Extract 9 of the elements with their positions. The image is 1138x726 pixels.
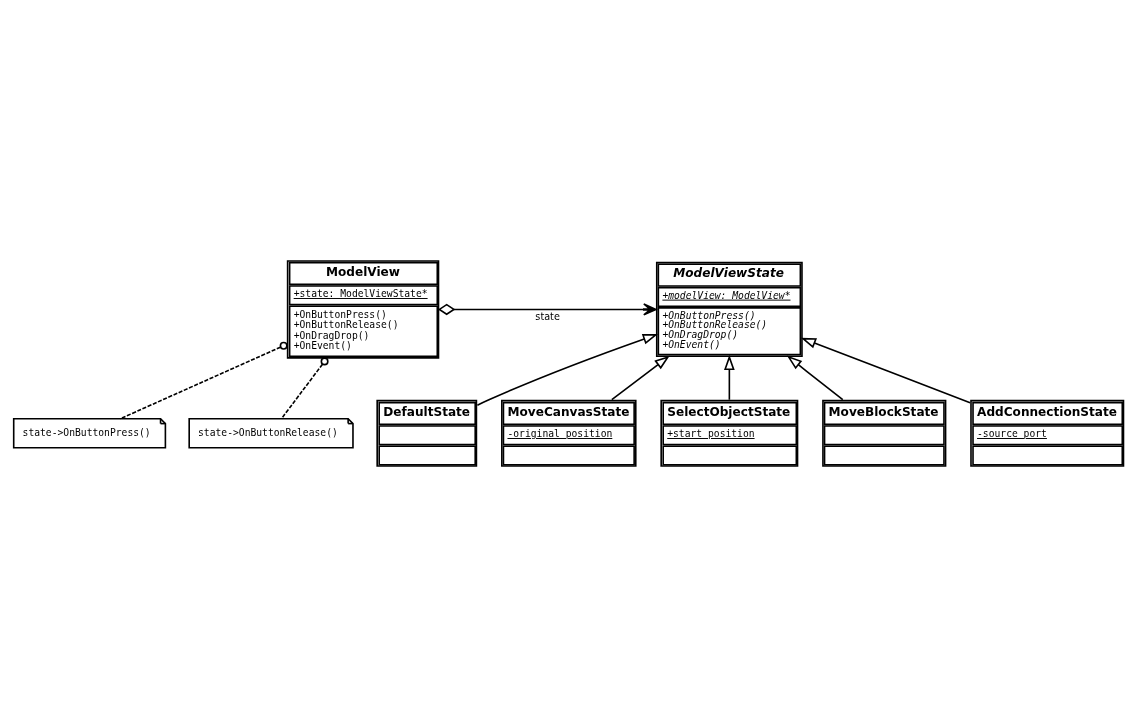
arrow [476,333,659,406]
arrow [800,337,971,404]
edge-label: state [535,310,560,322]
arrow [724,354,735,401]
arrow [611,355,670,401]
connector [119,341,288,419]
arrow [437,302,657,316]
arrow [786,355,844,401]
connector [280,356,329,419]
